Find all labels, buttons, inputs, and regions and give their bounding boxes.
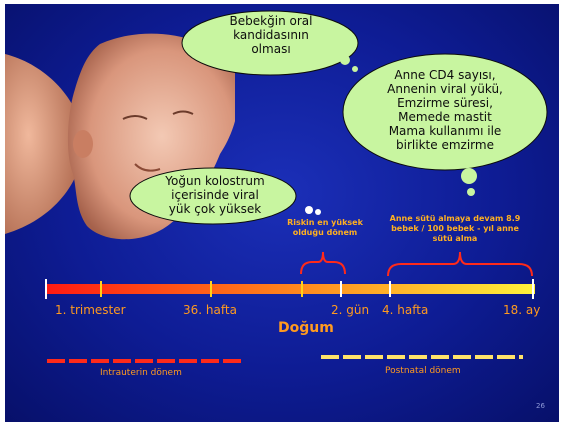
brace-postnatal [385, 248, 535, 280]
cloud-risk-line-1: Anne CD4 sayısı, [350, 68, 540, 82]
thought-bubbles-2 [457, 166, 487, 206]
cloud-colostrum-line-3: yük çok yüksek [135, 202, 295, 216]
cloud-oral-line-3: olması [183, 42, 359, 56]
timeline-label-4-hafta: 4. hafta [382, 303, 428, 317]
cloud-risk-line-3: Emzirme süresi, [350, 96, 540, 110]
note-highest-risk-line-2: olduğu dönem [277, 228, 373, 238]
brace-highest-risk [298, 248, 348, 278]
timeline-label-18-ay: 18. ay [503, 303, 540, 317]
note-continued-line-1: Anne sütü almaya devam 8.9 [385, 214, 525, 224]
page-number: 26 [536, 402, 545, 410]
period-label-intrauterine: Intrauterin dönem [100, 368, 182, 378]
timeline-label-36-hafta: 36. hafta [183, 303, 237, 317]
postnatal-dashed-line [319, 353, 525, 361]
birth-label: Doğum [278, 320, 334, 336]
cloud-text-colostrum: Yoğun kolostrum içerisinde viral yük çok… [135, 174, 295, 216]
timeline-label-1-trimester: 1. trimester [55, 303, 126, 317]
timeline-label-2-gun: 2. gün [331, 303, 369, 317]
cloud-risk-line-2: Annenin viral yükü, [350, 82, 540, 96]
cloud-risk-line-4: Memede mastit [350, 110, 540, 124]
cloud-colostrum-line-2: içerisinde viral [135, 188, 295, 202]
cloud-risk-line-5: Mama kullanımı ile [350, 124, 540, 138]
cloud-text-risk: Anne CD4 sayısı, Annenin viral yükü, Emz… [350, 68, 540, 152]
note-highest-risk-line-1: Riskin en yüksek [277, 218, 373, 228]
cloud-colostrum-line-1: Yoğun kolostrum [135, 174, 295, 188]
note-continued-line-3: sütü alma [385, 234, 525, 244]
cloud-oral-line-1: Bebekğin oral [183, 14, 359, 28]
slide: Bebekğin oral kandidasının olması Anne C… [5, 4, 559, 422]
note-continued-breastfeeding: Anne sütü almaya devam 8.9 bebek / 100 b… [385, 214, 525, 244]
period-label-postnatal: Postnatal dönem [385, 366, 461, 376]
note-highest-risk: Riskin en yüksek olduğu dönem [277, 218, 373, 238]
cloud-oral-line-2: kandidasının [183, 28, 359, 42]
cloud-text-oral: Bebekğin oral kandidasının olması [183, 14, 359, 56]
cloud-risk-line-6: birlikte emzirme [350, 138, 540, 152]
note-continued-line-2: bebek / 100 bebek - yıl anne [385, 224, 525, 234]
timeline-bar [41, 279, 541, 299]
intrauterine-dashed-line [45, 357, 245, 365]
